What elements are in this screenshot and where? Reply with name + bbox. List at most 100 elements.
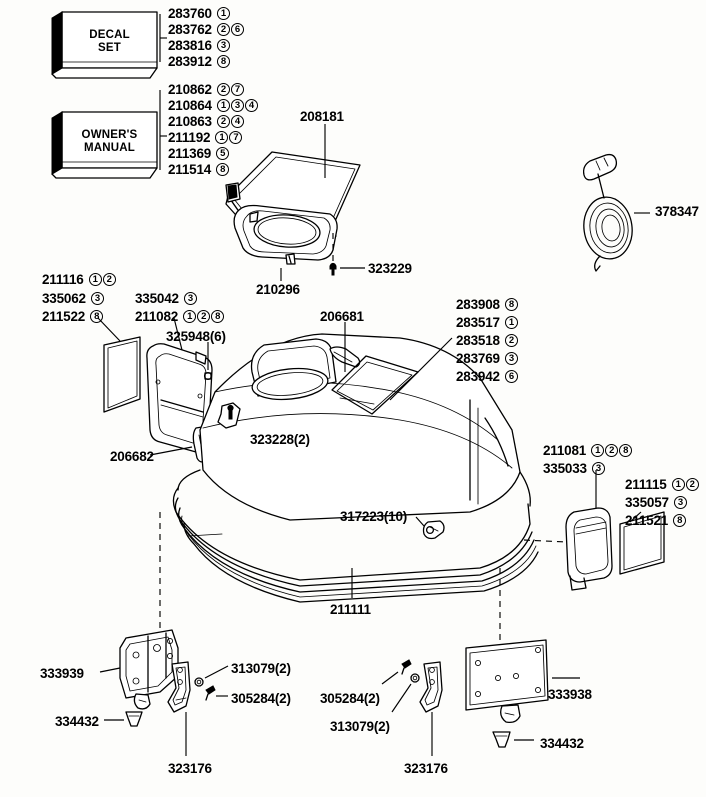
qty-marker: 2 [102, 273, 116, 286]
qty-marker: 6 [230, 23, 244, 36]
decal-set-graphic [51, 11, 158, 79]
callout-number: 323229 [368, 261, 412, 276]
qty-marker: 1 [504, 316, 518, 329]
qty-marker: 1 [671, 478, 685, 491]
bracket-333938 [465, 639, 549, 724]
callout-number: 283760 [168, 6, 212, 21]
qty-marker: 3 [230, 99, 244, 112]
bracket-333939 [119, 629, 179, 710]
qty-marker: 3 [591, 462, 605, 475]
callout-number: 210863 [168, 114, 212, 129]
callout-378347: 378347 [655, 204, 699, 219]
callout-number: 334432 [540, 736, 584, 751]
callout-3232282: 323228(2) [250, 432, 310, 447]
callout-number: 283762 [168, 22, 212, 37]
qty-marker: 3 [90, 292, 104, 305]
hatch-frame-seal [233, 204, 338, 265]
callout-number: 378347 [655, 204, 699, 219]
callout-number: 211522 [42, 309, 86, 324]
callout-number: 206681 [320, 309, 364, 324]
callout-number: 210862 [168, 82, 212, 97]
callout-number: 211369 [168, 146, 212, 161]
left-vent-frame [146, 343, 213, 453]
bracket-323176-left [167, 661, 191, 713]
callout-206682: 206682 [110, 450, 154, 464]
callout-number: 211192 [168, 130, 211, 145]
coil-cable-378347 [582, 153, 633, 272]
qty-marker: 2 [197, 310, 211, 323]
qty-marker: 1 [216, 7, 230, 20]
callout-number: 333939 [40, 666, 84, 681]
owners-manual-graphic [51, 111, 158, 179]
callout-number: 335033 [543, 461, 587, 476]
callout-211369: 211369 5 [168, 146, 230, 161]
callout-number: 283942 [456, 369, 500, 384]
qty-marker: 2 [216, 83, 230, 96]
callout-3130792: 313079(2) [231, 662, 291, 676]
callout-number: 210296 [256, 282, 300, 297]
callout-208181: 208181 [300, 110, 344, 124]
callout-335062: 335062 3 [42, 292, 104, 305]
box-label-decal-set: DECAL SET [89, 29, 130, 54]
screw-305284-left [205, 685, 216, 701]
qty-marker: 8 [216, 55, 230, 68]
qty-marker: 2 [504, 334, 518, 347]
qty-marker: 5 [216, 147, 230, 160]
left-side-decal-panel [103, 336, 141, 413]
qty-marker: 1 [88, 273, 102, 286]
right-side-decal [619, 511, 665, 575]
callout-number: 211111 [330, 602, 371, 617]
grommet-334432-left [125, 711, 143, 727]
callout-number: 283816 [168, 38, 212, 53]
qty-marker: 8 [619, 444, 633, 457]
callout-323176: 323176 [404, 762, 448, 776]
callout-number: 283908 [456, 297, 500, 312]
box-label-owners-manual: OWNER'S MANUAL [81, 129, 138, 154]
qty-marker: 8 [216, 163, 230, 176]
callout-3052842: 305284(2) [320, 691, 380, 706]
callout-number: 323228(2) [250, 432, 310, 447]
qty-marker: 1 [215, 131, 229, 144]
qty-marker: 4 [230, 115, 244, 128]
qty-marker: 3 [504, 352, 518, 365]
callout-number: 211116 [42, 272, 84, 287]
main-cowl-body [199, 333, 521, 521]
qty-marker: 2 [605, 444, 619, 457]
callout-number: 305284(2) [320, 691, 380, 706]
callout-number: 211521 [625, 513, 669, 528]
callout-283816: 283816 3 [168, 39, 230, 52]
callout-334432: 334432 [55, 715, 99, 729]
screw-313079-right [410, 673, 420, 683]
callout-number: 313079(2) [330, 719, 390, 734]
bottom-flange-211111 [172, 469, 539, 603]
qty-marker: 4 [244, 99, 258, 112]
callout-number: 335062 [42, 291, 86, 306]
screw-317223 [422, 520, 445, 540]
callout-335033: 335033 3 [543, 462, 605, 475]
callout-333938: 333938 [548, 688, 592, 702]
qty-marker: 3 [216, 39, 230, 52]
callout-number: 211082 [135, 309, 179, 324]
qty-marker: 7 [229, 131, 243, 144]
screw-305284-right [401, 659, 412, 675]
callout-number: 305284(2) [231, 691, 291, 706]
callout-31722310: 317223(10) [340, 510, 407, 524]
callout-334432: 334432 [540, 736, 584, 751]
callout-211111: 211111 [330, 602, 371, 617]
callout-number: 335057 [625, 495, 669, 510]
